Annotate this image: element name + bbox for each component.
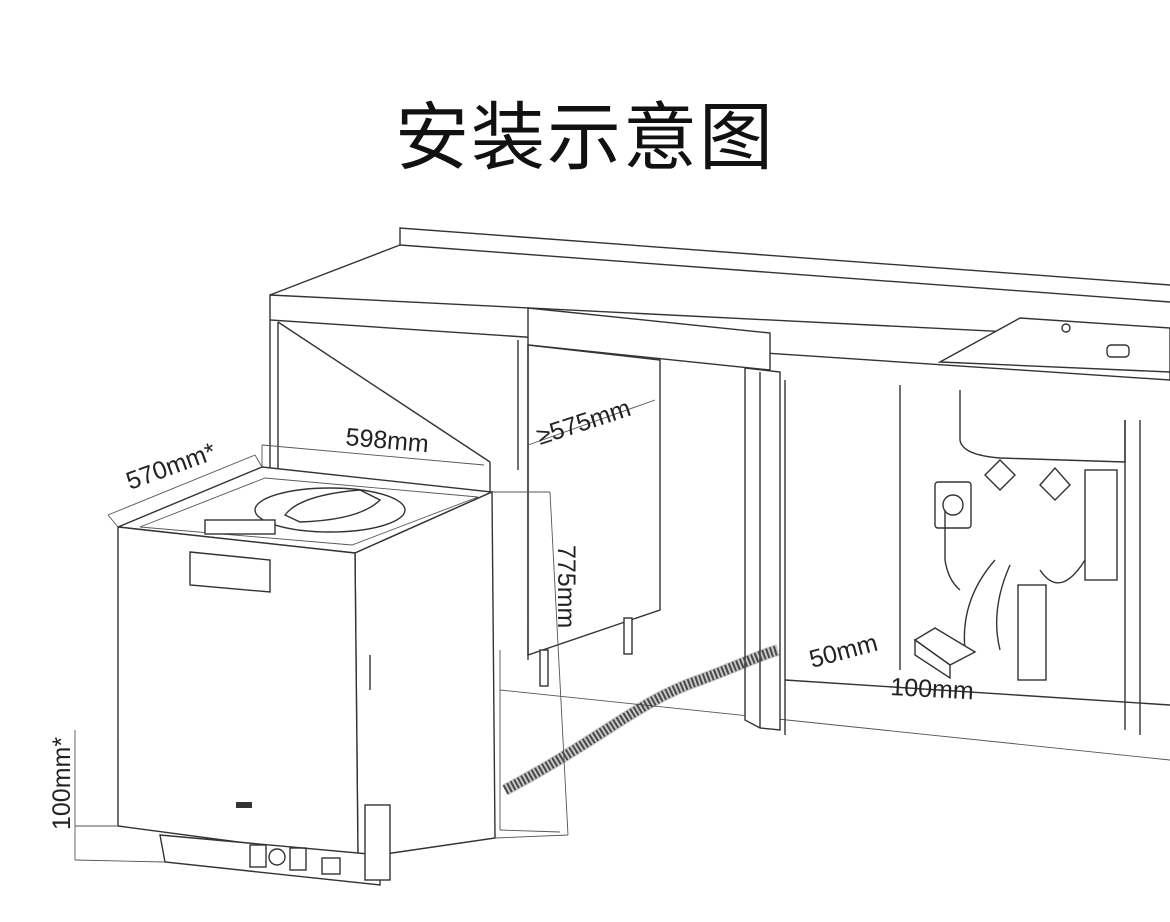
middle-cabinet (527, 307, 771, 687)
dimension-lines (74, 444, 569, 863)
socket (934, 481, 972, 591)
width-label: 598mm (344, 423, 429, 458)
foot-height-label: 100mm* (48, 737, 76, 830)
sink (937, 317, 1170, 681)
diagram-title: 安装示意图 (395, 95, 775, 181)
depth-label: 570mm* (122, 437, 219, 495)
left-cabinet (277, 321, 1170, 833)
height-label: 775mm (552, 545, 580, 628)
drain-hose (502, 644, 780, 796)
dishwasher (117, 466, 496, 886)
partition-panels (744, 367, 1170, 735)
outlet-length-label: 100mm (890, 673, 975, 705)
water-valves (963, 459, 1071, 651)
outlet-width-label: 50mm (806, 629, 880, 674)
drain-outlet (913, 627, 977, 680)
